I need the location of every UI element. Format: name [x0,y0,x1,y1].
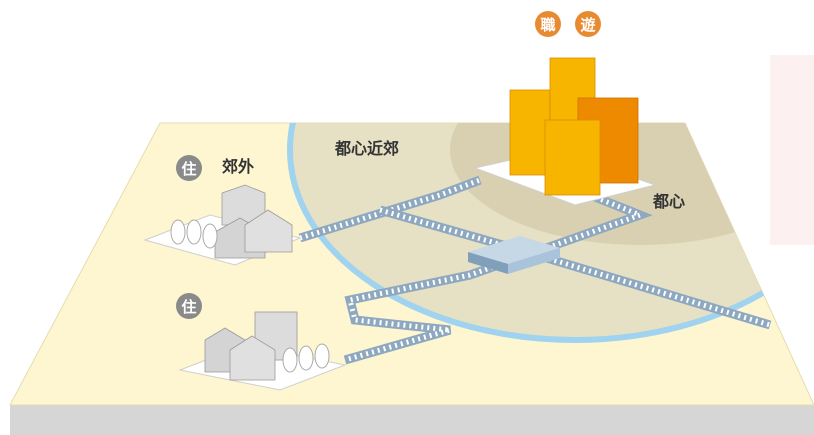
city-center-buildings [473,57,657,206]
train [468,236,560,274]
work-badge: 職 [535,11,561,37]
zone-ring [287,123,814,343]
residence-badge-bottom: 住 [176,293,202,319]
railway [298,175,772,365]
residence-badge-bottom-text: 住 [181,298,196,316]
suburb-label: 郊外 [222,157,254,176]
play-badge-text: 遊 [580,16,595,34]
play-badge: 遊 [575,11,601,37]
inner-suburb-label: 都心近郊 [334,139,399,158]
city-center-label: 都心 [652,192,685,211]
side-panel [770,55,814,245]
suburb-houses-top [143,184,302,266]
suburb-houses-bottom [178,311,347,391]
work-badge-text: 職 [540,16,555,34]
base-slab [10,405,814,435]
residence-badge-top-text: 住 [181,160,196,178]
residence-badge-top: 住 [176,155,202,181]
